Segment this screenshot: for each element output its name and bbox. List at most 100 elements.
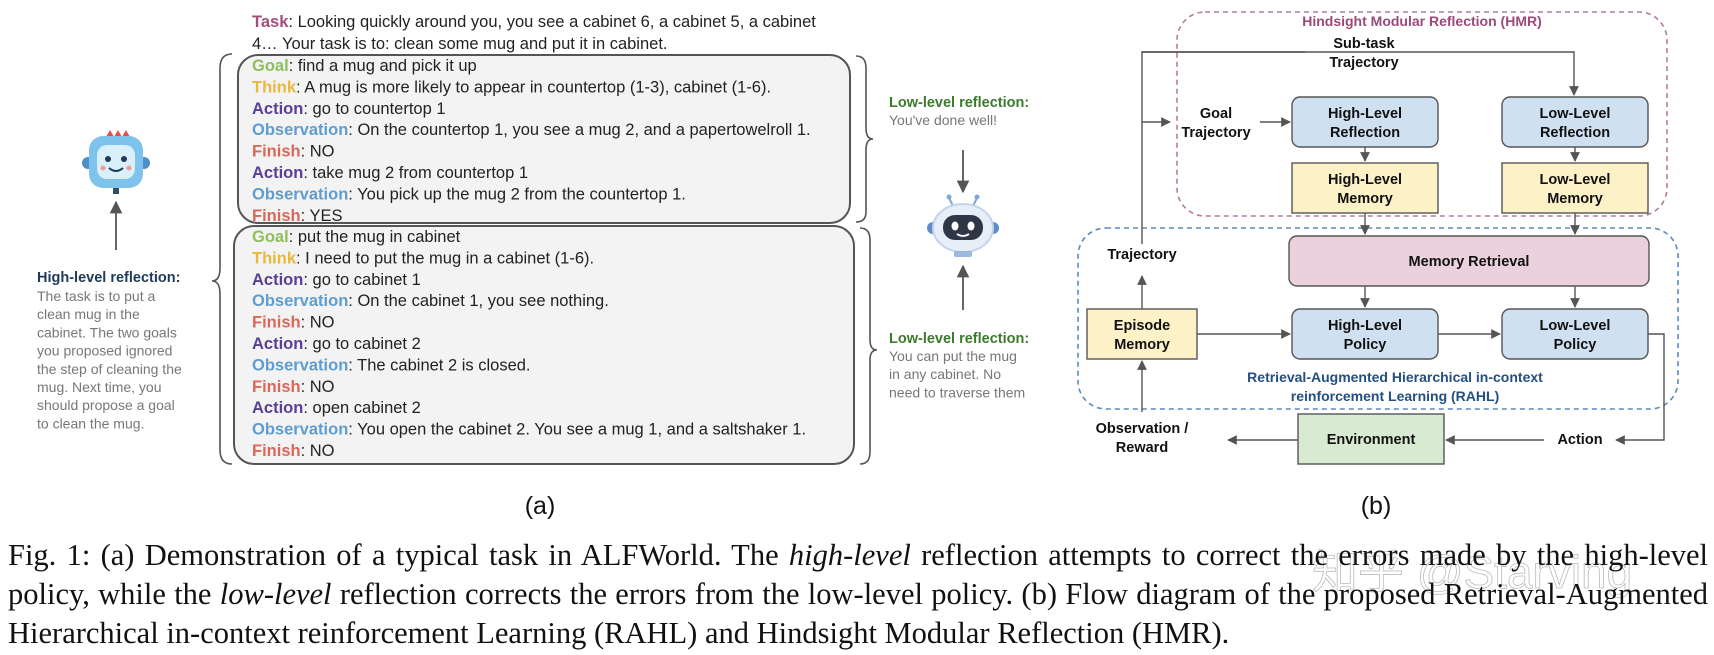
memory-retrieval-label: Memory Retrieval [1409, 254, 1530, 270]
low-reflection-2-title: Low-level reflection: [889, 331, 1029, 347]
line-text: On the countertop 1, you see a mug 2, an… [357, 121, 810, 139]
line-text: open cabinet 2 [313, 399, 421, 417]
line-key: Finish [252, 207, 301, 225]
line-colon: : [348, 121, 357, 139]
line-text: The cabinet 2 is closed. [357, 356, 530, 374]
block2-line: Observation: You open the cabinet 2. You… [252, 421, 806, 439]
episode-memory-label-1: Episode [1114, 318, 1170, 334]
observation-reward-label-2: Reward [1116, 440, 1168, 456]
trajectory-block-2 [233, 225, 855, 465]
subtask-trajectory-label-1: Sub-task [1333, 36, 1395, 52]
hmr-region [1176, 11, 1668, 217]
caption-emphasis-high: high-level [788, 538, 911, 572]
task-label: Task [252, 13, 289, 31]
line-colon: : [348, 292, 357, 310]
line-colon: : [301, 378, 310, 396]
panel-a-sublabel: (a) [525, 492, 556, 520]
high-level-policy-label-1: High-Level [1328, 318, 1402, 334]
line-text: go to cabinet 1 [313, 271, 421, 289]
block1-line: Observation: On the countertop 1, you se… [252, 121, 811, 139]
low-level-robot-icon [927, 194, 999, 257]
low-level-memory-label-2: Memory [1547, 191, 1603, 207]
line-colon: : [289, 228, 298, 246]
line-colon: : [303, 271, 312, 289]
line-key: Action [252, 335, 303, 353]
line-key: Action [252, 164, 303, 182]
rahl-title-2: reinforcement Learning (RAHL) [1291, 388, 1499, 404]
task-colon: : [288, 13, 297, 31]
block1-line: Action: go to countertop 1 [252, 100, 446, 118]
figure-caption: Fig. 1: (a) Demonstration of a typical t… [8, 536, 1708, 653]
block2-line: Action: go to cabinet 1 [252, 271, 421, 289]
trajectory-label: Trajectory [1107, 247, 1176, 263]
line-text: NO [310, 314, 335, 332]
line-colon: : [301, 207, 310, 225]
block2-line: Finish: NO [252, 314, 335, 332]
caption-rest: reflection corrects the errors from the … [8, 577, 1709, 650]
line-key: Observation [252, 121, 348, 139]
environment-label: Environment [1327, 432, 1416, 448]
block2-line: Action: go to cabinet 2 [252, 335, 421, 353]
low-level-policy-label-1: Low-Level [1540, 318, 1611, 334]
block2-line: Goal: put the mug in cabinet [252, 228, 461, 246]
low-level-memory-box [1501, 162, 1649, 214]
line-text: find a mug and pick it up [298, 57, 477, 75]
block1-line: Observation: You pick up the mug 2 from … [252, 185, 686, 203]
line-colon: : [348, 185, 357, 203]
hmr-title: Hindsight Modular Reflection (HMR) [1302, 13, 1542, 29]
rahl-region [1077, 227, 1679, 410]
caption-mid: reflection attempts to correct the error… [8, 538, 1709, 611]
line-text: take mug 2 from countertop 1 [313, 164, 529, 182]
line-text: You pick up the mug 2 from the counterto… [357, 185, 686, 203]
line-colon: : [348, 356, 357, 374]
block1-line: Finish: NO [252, 143, 335, 161]
block2-line: Observation: The cabinet 2 is closed. [252, 356, 531, 374]
line-text: On the cabinet 1, you see nothing. [357, 292, 608, 310]
subtask-trajectory-label-2: Trajectory [1329, 55, 1398, 71]
line-colon: : [303, 399, 312, 417]
block1-line: Finish: YES [252, 207, 343, 225]
task-text-1: Looking quickly around you, you see a ca… [298, 13, 817, 31]
line-colon: : [296, 249, 305, 267]
goal-trajectory-label-2: Trajectory [1181, 125, 1250, 141]
reflection-line: You can put the mug [889, 348, 1017, 364]
observation-reward-label-1: Observation / [1096, 421, 1189, 437]
line-key: Action [252, 399, 303, 417]
line-colon: : [289, 57, 298, 75]
high-level-policy-label-2: Policy [1344, 337, 1387, 353]
trajectory-block-1 [237, 54, 851, 224]
block2-line: Action: open cabinet 2 [252, 399, 421, 417]
line-text: put the mug in cabinet [298, 228, 461, 246]
line-key: Goal [252, 228, 289, 246]
task-line-2: 4… Your task is to: clean some mug and p… [252, 35, 668, 53]
line-text: A mug is more likely to appear in counte… [304, 78, 771, 96]
block2-line: Observation: On the cabinet 1, you see n… [252, 292, 609, 310]
line-text: go to countertop 1 [313, 100, 446, 118]
line-key: Observation [252, 292, 348, 310]
line-text: I need to put the mug in a cabinet (1-6)… [305, 249, 594, 267]
line-text: NO [310, 378, 335, 396]
memory-retrieval-box [1288, 235, 1650, 287]
reflection-line: mug. Next time, you [37, 379, 162, 395]
high-level-robot-icon [82, 130, 150, 194]
line-key: Finish [252, 378, 301, 396]
line-colon: : [303, 335, 312, 353]
panel-b-sublabel: (b) [1361, 492, 1392, 520]
reflection-line: need to traverse them [889, 384, 1025, 400]
high-reflection-title: High-level reflection: [37, 270, 180, 286]
line-key: Action [252, 100, 303, 118]
line-key: Finish [252, 143, 301, 161]
low-level-memory-label-1: Low-Level [1540, 172, 1611, 188]
reflection-line: should propose a goal [37, 397, 175, 413]
block1-line: Action: take mug 2 from countertop 1 [252, 164, 528, 182]
line-text: NO [310, 143, 335, 161]
episode-memory-box [1086, 308, 1198, 360]
low-level-reflection-label-2: Reflection [1540, 125, 1610, 141]
high-level-reflection-label-2: Reflection [1330, 125, 1400, 141]
goal-trajectory-label-1: Goal [1200, 106, 1232, 122]
block1-line: Goal: find a mug and pick it up [252, 57, 477, 75]
block2-line: Think: I need to put the mug in a cabine… [252, 249, 594, 267]
